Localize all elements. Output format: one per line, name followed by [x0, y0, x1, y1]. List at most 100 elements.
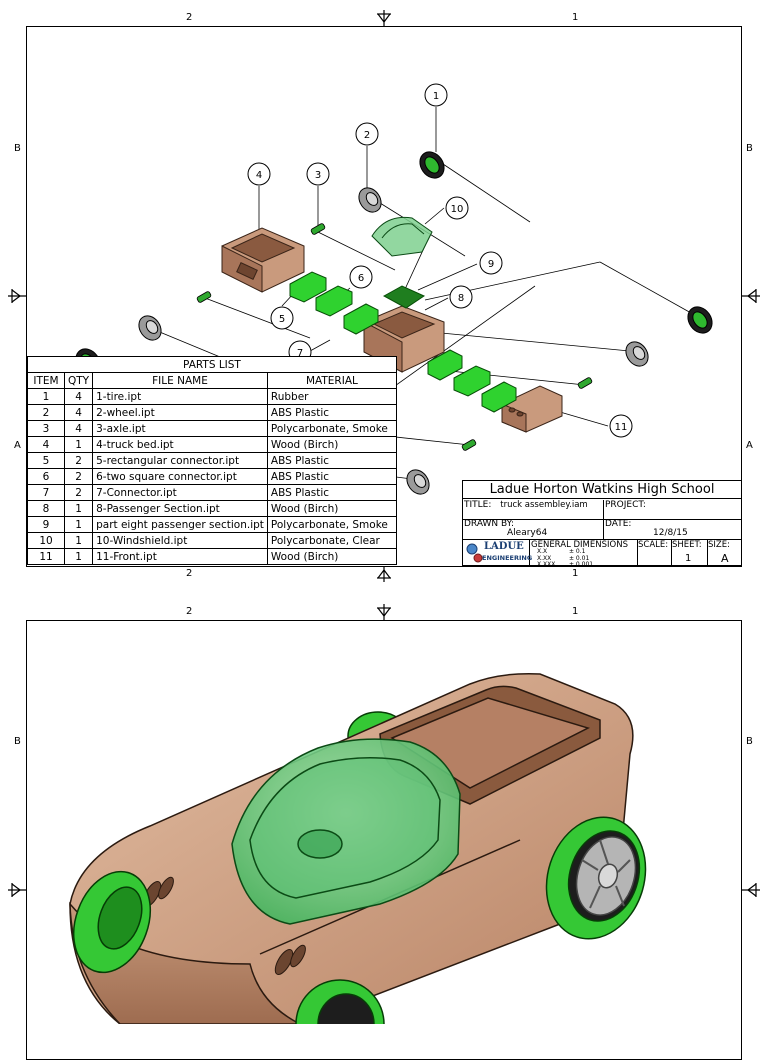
- date-label: DATE:: [603, 519, 741, 539]
- parts-file-cell: 7-Connector.ipt: [92, 484, 268, 501]
- axle-part: [196, 223, 593, 451]
- parts-qty-cell: 2: [63, 484, 94, 501]
- parts-item-cell: 4: [27, 436, 65, 453]
- parts-item-cell: 10: [27, 532, 65, 549]
- balloon-4: 4: [247, 162, 271, 186]
- parts-material-cell: Polycarbonate, Clear: [266, 532, 397, 549]
- truck-bed-part: [221, 227, 305, 293]
- parts-file-cell: 5-rectangular connector.ipt: [92, 452, 268, 469]
- parts-file-cell: 11-Front.ipt: [92, 548, 268, 565]
- parts-item-cell: 5: [27, 452, 65, 469]
- zone-label-bottom-2: 2: [186, 568, 193, 579]
- drawing-border: [26, 26, 742, 567]
- parts-file-cell: 10-Windshield.ipt: [92, 532, 268, 549]
- drawn-by-value: Aleary64: [507, 528, 548, 538]
- parts-material-cell: Wood (Birch): [266, 548, 397, 565]
- parts-item-cell: 1: [27, 388, 65, 405]
- passenger-section-part: [363, 305, 445, 373]
- balloon-2: 2: [355, 122, 379, 146]
- parts-material-cell: ABS Plastic: [266, 404, 397, 421]
- balloon-3-label: 3: [315, 170, 321, 181]
- dims-format-2: X.XX: [537, 555, 552, 562]
- centering-mark-left-sheet2: [8, 883, 26, 897]
- title-block: Ladue Horton Watkins High School TITLE: …: [462, 480, 742, 568]
- header-qty: QTY: [63, 372, 94, 389]
- balloon-6: 6: [349, 265, 373, 289]
- balloon-4-label: 4: [256, 170, 262, 181]
- parts-material-cell: Polycarbonate, Smoke: [266, 516, 397, 533]
- balloon-11-label: 11: [615, 422, 628, 433]
- parts-list-header-row: ITEM QTY FILE NAME MATERIAL: [27, 372, 397, 389]
- sheet-value: 1: [685, 553, 692, 564]
- zone-label-left-b-sheet2: B: [14, 736, 21, 747]
- parts-material-cell: Rubber: [266, 388, 397, 405]
- truck-windshield: [231, 738, 461, 925]
- wheel-part: [138, 187, 649, 495]
- parts-material-cell: Wood (Birch): [266, 436, 397, 453]
- parts-qty-cell: 1: [63, 436, 94, 453]
- zone-label-top-1: 1: [572, 12, 579, 23]
- header-material: MATERIAL: [266, 372, 397, 389]
- balloon-8: 8: [449, 285, 473, 309]
- parts-qty-cell: 2: [63, 452, 94, 469]
- size-value: A: [721, 552, 729, 565]
- drawn-by-label: DRAWN BY:: [464, 519, 514, 529]
- parts-item-cell: 11: [27, 548, 65, 565]
- truck-front-right-tire: [295, 979, 385, 1024]
- balloon-5: 5: [270, 306, 294, 330]
- parts-material-cell: ABS Plastic: [266, 484, 397, 501]
- parts-file-cell: 3-axle.ipt: [92, 420, 268, 437]
- parts-file-cell: 6-two square connector.ipt: [92, 468, 268, 485]
- windshield-part: [371, 216, 433, 257]
- balloon-3: 3: [306, 162, 330, 186]
- header-item: ITEM: [27, 372, 65, 389]
- parts-qty-cell: 1: [63, 500, 94, 517]
- front-part: [501, 385, 563, 433]
- zone-label-left-a: A: [14, 440, 21, 451]
- dims-tol-1: ± 0.1: [569, 548, 586, 555]
- rendered-truck-drawing: [8, 604, 760, 1024]
- ladue-engineering-logo: LADUE ENGINEERING: [464, 540, 532, 566]
- parts-item-cell: 8: [27, 500, 65, 517]
- connector-parts: [289, 271, 517, 413]
- balloon-1-label: 1: [433, 91, 439, 102]
- parts-item-cell: 6: [27, 468, 65, 485]
- school-name: Ladue Horton Watkins High School: [463, 481, 741, 499]
- zone-label-top-2-sheet2: 2: [186, 606, 193, 617]
- zone-label-right-b-sheet2: B: [746, 736, 753, 747]
- parts-material-cell: ABS Plastic: [266, 452, 397, 469]
- balloon-5-label: 5: [279, 314, 285, 325]
- date-value: 12/8/15: [653, 528, 688, 538]
- centering-mark-top: [377, 10, 391, 26]
- zone-label-right-b: B: [746, 143, 753, 154]
- truck-rear-right-tire: [545, 816, 647, 940]
- general-dimensions-label: GENERAL DIMENSIONS: [531, 540, 628, 550]
- dims-format-1: X.X: [537, 548, 548, 555]
- parts-item-cell: 3: [27, 420, 65, 437]
- zone-label-top-1-sheet2: 1: [572, 606, 579, 617]
- parts-file-cell: 8-Passenger Section.ipt: [92, 500, 268, 517]
- parts-qty-cell: 1: [63, 548, 94, 565]
- parts-item-cell: 2: [27, 404, 65, 421]
- balloon-1: 1: [424, 83, 448, 107]
- balloon-8-label: 8: [458, 293, 464, 304]
- zone-label-right-a: A: [746, 440, 753, 451]
- centering-mark-right-sheet2: [742, 883, 760, 897]
- zone-label-left-b: B: [14, 143, 21, 154]
- parts-item-cell: 7: [27, 484, 65, 501]
- parts-file-cell: 1-tire.ipt: [92, 388, 268, 405]
- parts-material-cell: ABS Plastic: [266, 468, 397, 485]
- parts-qty-cell: 4: [63, 420, 94, 437]
- parts-qty-cell: 4: [63, 404, 94, 421]
- parts-qty-cell: 1: [63, 532, 94, 549]
- parts-item-cell: 9: [27, 516, 65, 533]
